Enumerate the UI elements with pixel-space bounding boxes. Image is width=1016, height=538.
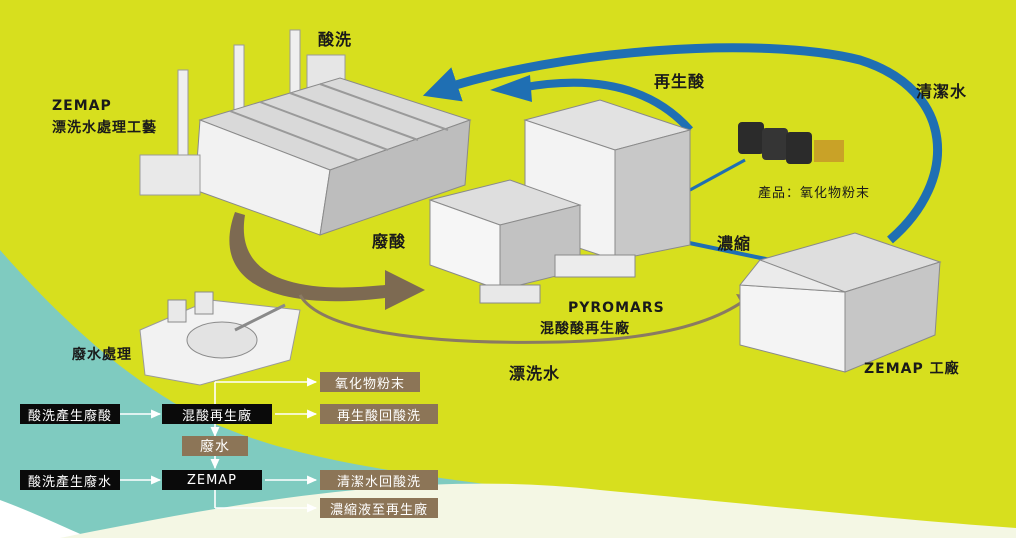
wastewater-plant	[139, 291, 301, 386]
pickling-plant	[139, 29, 472, 236]
label-waste-acid: 廢酸	[372, 232, 407, 251]
box-regen-plant: 混酸再生廠	[162, 404, 272, 424]
box-waste-water-input: 酸洗產生廢水	[20, 470, 120, 490]
teal-wave	[0, 250, 1016, 538]
label-regen-acid: 再生酸	[654, 72, 706, 91]
box-waste-water-node: 廢水	[182, 436, 248, 456]
regen-acid-arrow	[519, 78, 693, 133]
white-corner	[0, 500, 90, 538]
label-zemap-process-1: ZEMAP	[52, 98, 112, 114]
label-zemap-process-2: 漂洗水處理工藝	[52, 120, 157, 136]
box-waste-acid-input: 酸洗產生廢酸	[20, 404, 120, 424]
label-zemap-plant: ZEMAP 工廠	[864, 361, 960, 377]
label-wastewater-treatment: 廢水處理	[72, 347, 132, 363]
zemap-plant	[739, 232, 942, 373]
label-pyromars-1: PYROMARS	[568, 300, 665, 316]
box-output-clean-water: 清潔水回酸洗	[320, 470, 438, 490]
product-bags	[738, 122, 844, 164]
label-pyromars-2: 混酸酸再生廠	[540, 321, 630, 337]
box-output-oxide: 氧化物粉末	[320, 372, 420, 392]
box-output-regen-acid: 再生酸回酸洗	[320, 404, 438, 424]
white-wave	[60, 483, 1016, 538]
waste-acid-arrow	[229, 212, 425, 310]
box-zemap-node: ZEMAP	[162, 470, 262, 490]
box-output-concentrate: 濃縮液至再生廠	[320, 498, 438, 518]
pyromars-plant	[428, 99, 692, 304]
label-clean-water: 清潔水	[916, 82, 968, 101]
product-line	[689, 158, 746, 192]
concentrate-line	[674, 238, 781, 264]
label-pickling: 酸洗	[318, 30, 353, 49]
flow-connectors	[120, 377, 318, 513]
clean-water-arrow	[422, 43, 942, 244]
label-product: 產品：氧化物粉末	[758, 186, 871, 201]
label-concentrate: 濃縮	[717, 234, 752, 253]
label-rinse-water: 漂洗水	[509, 364, 561, 383]
rinse-water-arrow	[298, 294, 746, 344]
